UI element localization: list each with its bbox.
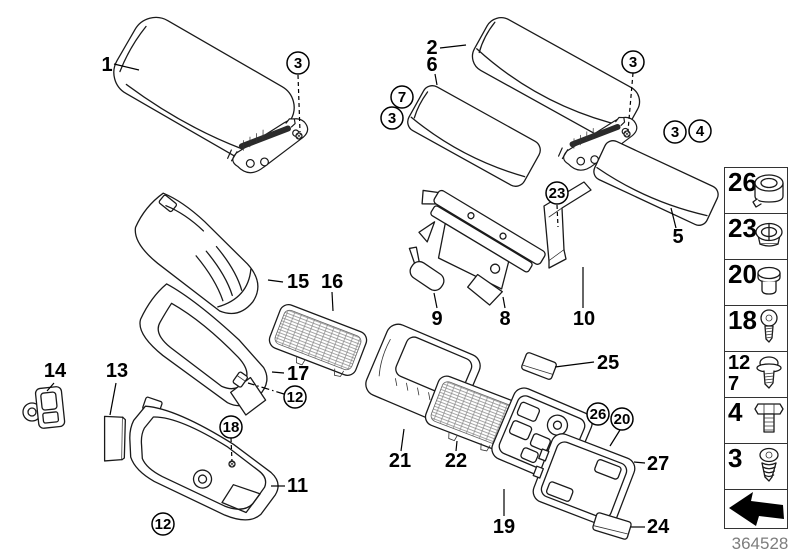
callout-circles: 3 3 7 3 3 4 23 12 18 12 26 20 bbox=[151, 50, 712, 536]
legend-label-23: 23 bbox=[728, 213, 757, 243]
label-19[interactable]: 19 bbox=[493, 516, 515, 538]
label-16[interactable]: 16 bbox=[321, 271, 343, 293]
legend-row-12-7[interactable]: 12 7 bbox=[725, 352, 787, 398]
label-22[interactable]: 22 bbox=[445, 450, 467, 472]
callout-26[interactable]: 26 bbox=[586, 402, 610, 426]
svg-text:3: 3 bbox=[671, 124, 679, 141]
label-11[interactable]: 11 bbox=[287, 475, 308, 497]
part-pad-13 bbox=[103, 415, 126, 462]
cap-plug-icon bbox=[757, 266, 781, 295]
legend-row-18[interactable]: 18 bbox=[725, 306, 787, 352]
part-rear-panel-27 bbox=[532, 433, 636, 527]
label-10[interactable]: 10 bbox=[573, 308, 595, 330]
svg-text:12: 12 bbox=[155, 516, 172, 533]
label-2[interactable]: 2 bbox=[426, 37, 437, 59]
label-15[interactable]: 15 bbox=[287, 271, 309, 293]
label-8[interactable]: 8 bbox=[499, 308, 510, 330]
legend-row-20[interactable]: 20 bbox=[725, 260, 787, 306]
fastener-legend: 26 23 20 18 bbox=[724, 167, 788, 529]
legend-label-26: 26 bbox=[728, 167, 757, 197]
svg-text:18: 18 bbox=[223, 419, 240, 436]
bushing-icon bbox=[752, 173, 784, 208]
part-lower-frame-17 bbox=[139, 283, 268, 416]
coarse-thread-screw-icon bbox=[759, 447, 779, 482]
part-mechanism-8 bbox=[418, 189, 546, 306]
callout-12-frame[interactable]: 12 bbox=[283, 385, 307, 409]
callout-3-pad5[interactable]: 3 bbox=[663, 120, 687, 144]
label-17[interactable]: 17 bbox=[287, 363, 309, 385]
legend-label-3: 3 bbox=[728, 443, 743, 473]
part-number-labels: 1 2 6 5 9 8 10 15 16 17 13 14 11 21 22 1… bbox=[44, 37, 684, 538]
legend-row-23[interactable]: 23 bbox=[725, 214, 787, 260]
part-lid-pad-5 bbox=[593, 140, 719, 226]
svg-text:23: 23 bbox=[549, 185, 566, 202]
callout-18[interactable]: 18 bbox=[219, 415, 243, 439]
label-25[interactable]: 25 bbox=[597, 352, 619, 374]
legend-label-18: 18 bbox=[728, 305, 757, 335]
label-14[interactable]: 14 bbox=[44, 360, 67, 382]
hex-bolt-icon bbox=[754, 402, 784, 433]
legend-row-4[interactable]: 4 bbox=[725, 398, 787, 444]
callout-20[interactable]: 20 bbox=[610, 407, 634, 431]
part-rubber-mat-16 bbox=[268, 304, 368, 377]
label-13[interactable]: 13 bbox=[106, 360, 128, 382]
label-9[interactable]: 9 bbox=[431, 308, 442, 330]
washer-screw-icon bbox=[756, 355, 782, 389]
part-storage-body-15 bbox=[134, 192, 259, 315]
part-clip-12 bbox=[232, 371, 248, 388]
part-lever-9 bbox=[408, 246, 445, 292]
label-5[interactable]: 5 bbox=[672, 226, 683, 248]
legend-label-7: 7 bbox=[728, 373, 740, 395]
label-27[interactable]: 27 bbox=[647, 453, 669, 475]
label-1[interactable]: 1 bbox=[101, 54, 112, 76]
legend-label-12: 12 bbox=[728, 352, 751, 374]
callout-7[interactable]: 7 bbox=[390, 85, 414, 109]
label-24[interactable]: 24 bbox=[647, 516, 670, 538]
direction-arrow-icon bbox=[729, 492, 784, 526]
svg-text:7: 7 bbox=[398, 89, 406, 106]
legend-row-3[interactable]: 3 bbox=[725, 444, 787, 490]
svg-text:20: 20 bbox=[614, 411, 631, 428]
part-armrest-lid-left bbox=[113, 16, 295, 164]
callout-3-lid-left[interactable]: 3 bbox=[286, 51, 310, 75]
legend-row-arrow[interactable] bbox=[725, 490, 787, 528]
figure-number: 364528 bbox=[731, 534, 789, 553]
leader-lines bbox=[46, 44, 677, 528]
label-6[interactable]: 6 bbox=[426, 54, 437, 76]
legend-row-26[interactable]: 26 bbox=[725, 168, 787, 214]
label-21[interactable]: 21 bbox=[389, 450, 411, 472]
callout-12-housing[interactable]: 12 bbox=[151, 512, 175, 536]
legend-label-20: 20 bbox=[728, 259, 757, 289]
callout-3-pad6[interactable]: 3 bbox=[380, 106, 404, 130]
part-pad-24 bbox=[592, 512, 632, 540]
callout-4-pad5[interactable]: 4 bbox=[688, 119, 712, 143]
svg-text:3: 3 bbox=[388, 110, 396, 127]
torx-screw-icon bbox=[760, 308, 778, 343]
svg-text:4: 4 bbox=[696, 123, 705, 140]
callout-23[interactable]: 23 bbox=[545, 181, 569, 205]
part-lower-housing-11 bbox=[129, 396, 279, 521]
svg-text:12: 12 bbox=[287, 389, 304, 406]
part-pad-25 bbox=[521, 352, 557, 380]
svg-text:3: 3 bbox=[294, 55, 302, 72]
part-latch-14 bbox=[22, 386, 66, 429]
callout-3-lid-right[interactable]: 3 bbox=[621, 50, 645, 74]
part-lid-pad-6 bbox=[407, 85, 541, 187]
legend-label-4: 4 bbox=[728, 397, 743, 427]
svg-text:26: 26 bbox=[590, 406, 607, 423]
svg-text:3: 3 bbox=[629, 54, 637, 71]
clip-nut-icon bbox=[755, 222, 783, 247]
